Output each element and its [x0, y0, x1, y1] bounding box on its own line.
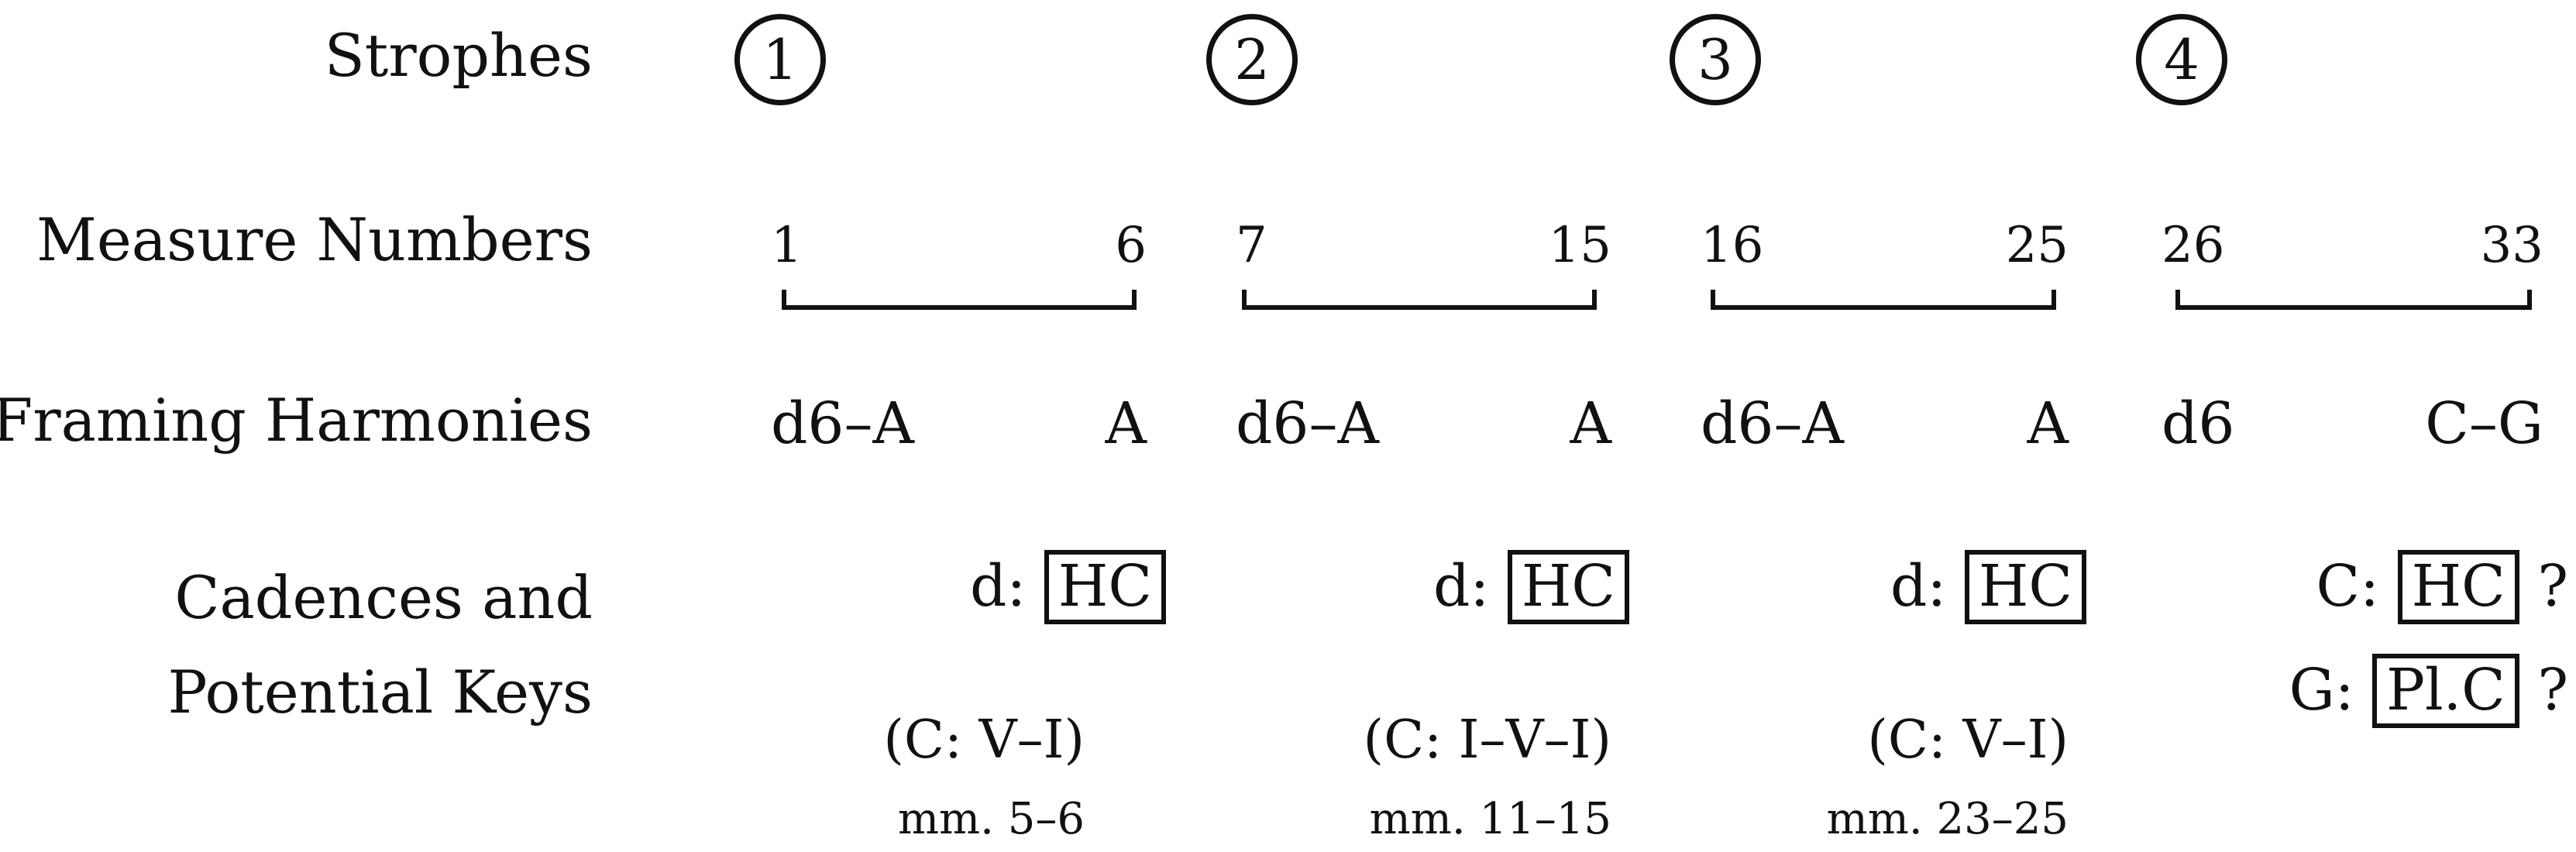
framing-harmony-end: A: [1570, 390, 1611, 457]
alternate-harmony: (C: I–V–I): [1363, 709, 1611, 771]
cadence-label-box: HC: [1044, 550, 1166, 624]
framing-harmony-start: d6–A: [1701, 390, 1844, 457]
measure-range-bracket: [782, 290, 1137, 310]
measure-range-bracket: [1711, 290, 2056, 310]
measure-start: 7: [1236, 217, 1267, 274]
strophe-number-circle: 1: [734, 14, 826, 105]
cadence-label-box: HC: [1507, 550, 1629, 624]
cadence-label-box: HC: [1964, 550, 2086, 624]
cadence-label-box: HC: [2397, 550, 2519, 624]
measure-range-bracket: [1242, 290, 1597, 310]
uncertain-mark: ?: [2537, 657, 2568, 723]
strophe-number-circle: 2: [1206, 14, 1298, 105]
cadence-key: G:: [2289, 657, 2354, 723]
measure-end: 25: [2005, 217, 2069, 274]
row-label-potential-keys: Potential Keys: [167, 658, 593, 727]
measure-start: 16: [1701, 217, 1764, 274]
measure-end: 15: [1548, 217, 1611, 274]
cadence-label-box: Pl.C: [2372, 654, 2519, 728]
measure-start: 1: [771, 217, 803, 274]
measure-end: 33: [2480, 217, 2543, 274]
framing-harmony-start: d6–A: [771, 390, 914, 457]
cadence-key: d:: [1433, 553, 1490, 620]
alternate-harmony: (C: V–I): [1867, 709, 2069, 771]
cadence-key: d:: [1890, 553, 1947, 620]
row-label-measure-numbers: Measure Numbers: [36, 205, 593, 274]
cadence-line: d: HC: [1433, 550, 1629, 624]
row-label-framing-harmonies: Framing Harmonies: [0, 386, 593, 455]
framing-harmony-end: C–G: [2425, 390, 2543, 457]
cadence-line: C: HC ?: [2316, 550, 2568, 624]
row-label-strophes: Strophes: [324, 21, 593, 90]
cadence-line: d: HC: [970, 550, 1166, 624]
measure-range-bracket: [2175, 290, 2532, 310]
framing-harmony-end: A: [1105, 390, 1147, 457]
framing-harmony-start: d6–A: [1236, 390, 1379, 457]
alternate-harmony: (C: V–I): [883, 709, 1085, 771]
framing-harmony-end: A: [2027, 390, 2069, 457]
alternate-measures: mm. 23–25: [1826, 794, 2069, 844]
strophe-number-circle: 3: [1670, 14, 1761, 105]
framing-harmony-start: d6: [2162, 390, 2235, 457]
strophe-number-circle: 4: [2136, 14, 2227, 105]
alternate-measures: mm. 5–6: [897, 794, 1085, 844]
alternate-measures: mm. 11–15: [1369, 794, 1611, 844]
row-label-cadences: Cadences and: [174, 563, 593, 632]
measure-start: 26: [2162, 217, 2225, 274]
cadence-line: d: HC: [1890, 550, 2086, 624]
uncertain-mark: ?: [2537, 553, 2568, 620]
cadence-key: C:: [2316, 553, 2380, 620]
cadence-key: d:: [970, 553, 1027, 620]
measure-end: 6: [1115, 217, 1147, 274]
cadence-line: G: Pl.C ?: [2289, 654, 2568, 728]
